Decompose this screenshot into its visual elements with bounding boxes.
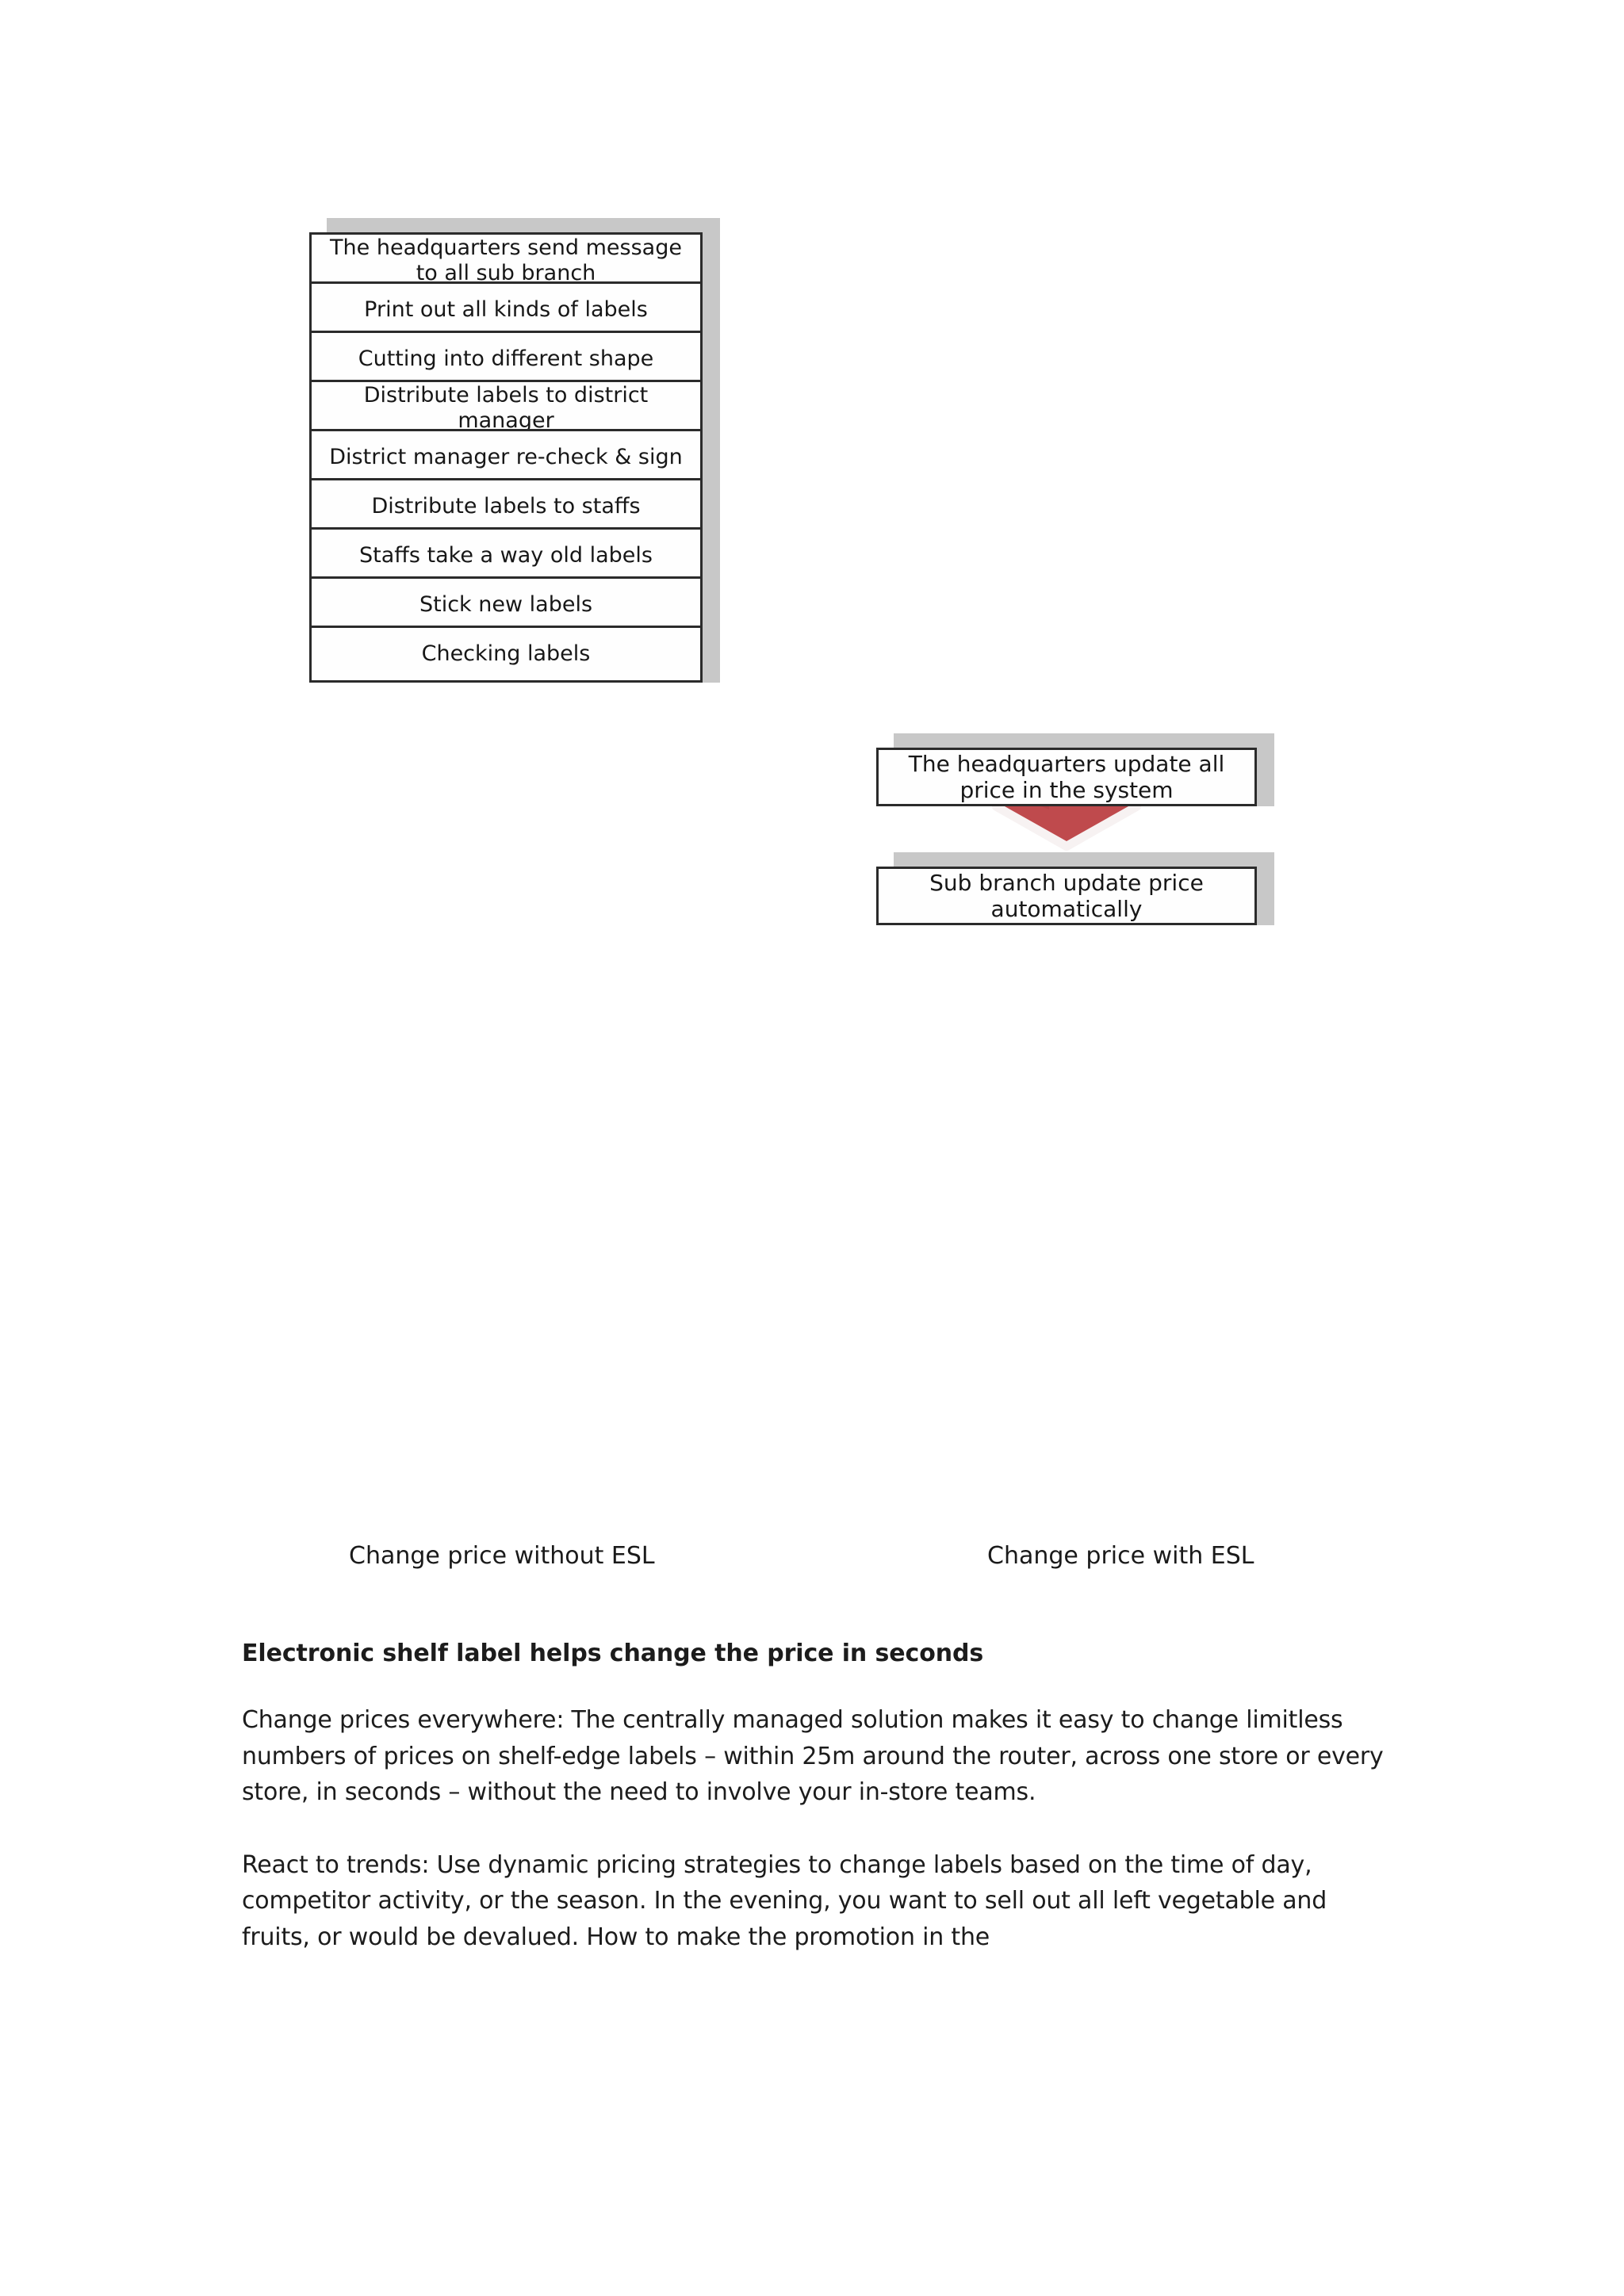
flow-node-box: The headquarters update all price in the… xyxy=(876,748,1257,806)
flow-node-label: The headquarters send message to all sub… xyxy=(330,235,682,285)
flowchart-with-esl: The headquarters update all price in the… xyxy=(876,733,1274,925)
flowchart-figure: The headquarters send message to all sub… xyxy=(309,218,1274,1570)
flow-node-label: Print out all kinds of labels xyxy=(364,297,648,323)
flow-node-box: The headquarters send message to all sub… xyxy=(309,232,703,289)
flow-node-box: District manager re-check & sign xyxy=(309,429,703,486)
caption-without-esl: Change price without ESL xyxy=(349,1542,655,1570)
flowchart-without-esl: The headquarters send message to all sub… xyxy=(309,218,720,683)
flow-node-label: Checking labels xyxy=(421,641,591,667)
flow-node-label: Stick new labels xyxy=(419,592,593,618)
flow-node-box: Staffs take a way old labels xyxy=(309,527,703,584)
article-body: Electronic shelf label helps change the … xyxy=(242,1640,1396,1956)
flow-node-label: The headquarters update all price in the… xyxy=(908,750,1225,803)
article-paragraph-2: React to trends: Use dynamic pricing str… xyxy=(242,1850,1327,1951)
flow-node-label: Distribute labels to district manager xyxy=(363,383,649,433)
flow-node-label: Staffs take a way old labels xyxy=(359,543,653,568)
flow-node-label: Distribute labels to staffs xyxy=(371,494,641,519)
flow-node-box: Checking labels xyxy=(309,626,703,683)
article-heading: Electronic shelf label helps change the … xyxy=(242,1640,984,1667)
caption-with-esl: Change price with ESL xyxy=(987,1542,1254,1570)
flow-node-label: Cutting into different shape xyxy=(358,346,654,372)
flow-node-label: Sub branch update price automatically xyxy=(929,869,1204,922)
flow-node-box: Sub branch update price automatically xyxy=(876,867,1257,925)
flow-node-label: District manager re-check & sign xyxy=(329,445,683,470)
flow-node-box: Cutting into different shape xyxy=(309,331,703,388)
article-paragraph-1: Change prices everywhere: The centrally … xyxy=(242,1706,1384,1807)
